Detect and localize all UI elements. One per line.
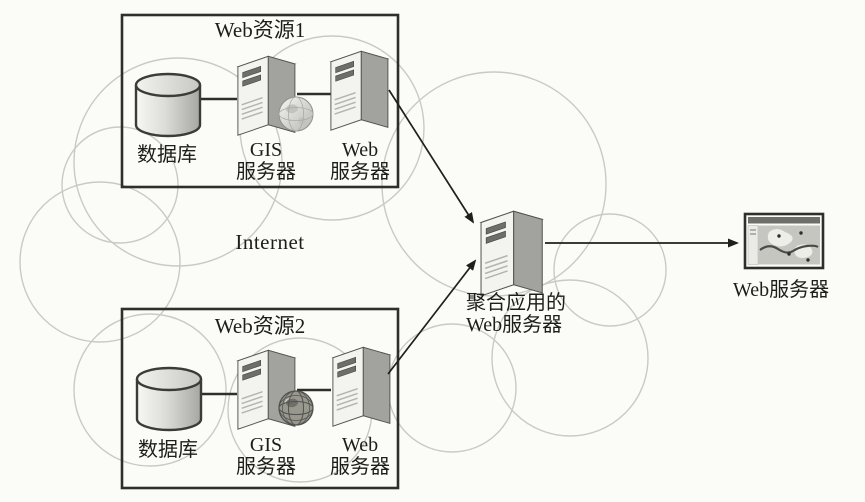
web-server-label-1-line2: 服务器 xyxy=(330,160,390,183)
gis-server-label-2-line2: 服务器 xyxy=(236,455,296,478)
aggregation-server-label-line1: 聚合应用的 xyxy=(466,291,566,314)
web-resource-1-group: Web资源1 数据库 GIS 服务器 Web 服务器 xyxy=(120,13,400,189)
web-server-icon xyxy=(330,50,389,131)
web-resource-2-group: Web资源2 数据库 GIS 服务器 Web 服务器 xyxy=(120,307,400,490)
globe-icon xyxy=(278,390,314,426)
aggregation-server-label-line2: Web服务器 xyxy=(466,313,562,336)
database-label-1: 数据库 xyxy=(137,143,197,166)
database-icon xyxy=(135,366,203,432)
client-web-server-label: Web服务器 xyxy=(733,278,829,301)
web-resource-2-title: Web资源2 xyxy=(215,314,305,338)
aggregation-server-icon xyxy=(480,210,544,297)
database-label-2: 数据库 xyxy=(138,438,198,461)
web-server-label-2-line2: 服务器 xyxy=(330,455,390,478)
gis-server-label-1-line1: GIS xyxy=(250,139,282,161)
internet-cloud xyxy=(19,35,667,483)
web-resource-1-title: Web资源1 xyxy=(215,18,305,42)
globe-icon xyxy=(278,96,314,132)
gis-server-label-1-line2: 服务器 xyxy=(236,160,296,183)
web-resource-2-box xyxy=(120,307,400,490)
web-server-label-1-line1: Web xyxy=(342,139,378,161)
web-resource-1-box xyxy=(120,13,400,189)
arrow-resource1-to-aggregator xyxy=(388,89,475,224)
web-server-label-2-line1: Web xyxy=(342,434,378,456)
connection-arrows xyxy=(387,89,739,375)
gis-server-label-2-line1: GIS xyxy=(250,434,282,456)
web-server-icon xyxy=(332,346,391,427)
database-icon xyxy=(134,72,202,138)
map-browser-icon xyxy=(743,212,825,270)
arrow-resource2-to-aggregator xyxy=(387,259,477,375)
internet-label: Internet xyxy=(235,230,304,254)
